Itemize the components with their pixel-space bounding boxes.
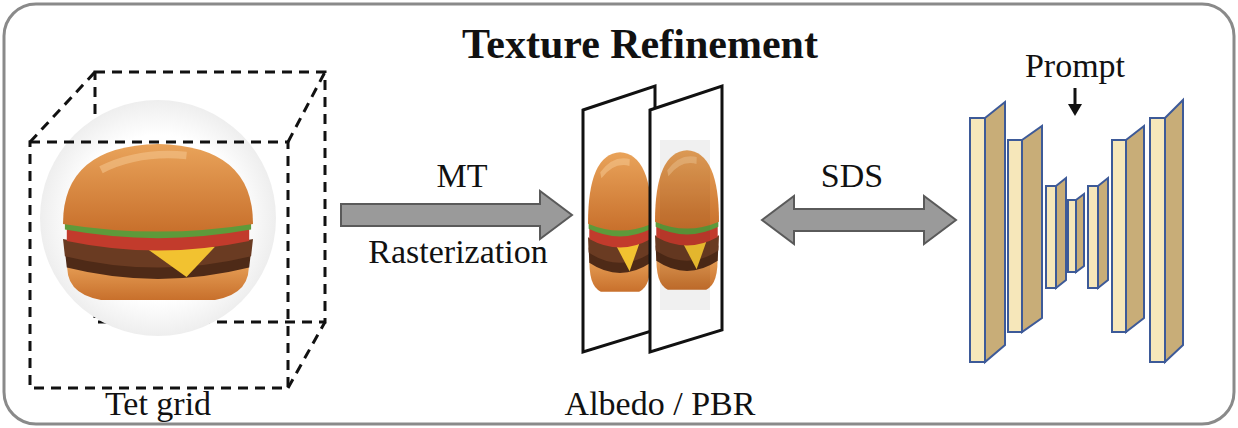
pbr-image: [650, 86, 722, 352]
burger-halo: [40, 100, 276, 336]
panel-frame: [4, 4, 1234, 424]
edge-sublabel: Rasterization: [368, 233, 547, 270]
image-pair-node: Albedo / PBR: [578, 80, 756, 422]
block-arrow: [762, 196, 956, 244]
edge-label: SDS: [821, 157, 883, 194]
diagram-title: Texture Refinement: [462, 21, 818, 67]
burger-model: [63, 144, 253, 300]
block-arrow: [341, 191, 572, 239]
node-label: Tet grid: [105, 385, 211, 422]
unet-node: Prompt: [962, 44, 1190, 370]
tet-grid-cube: [30, 72, 325, 388]
node-label: Albedo / PBR: [565, 385, 756, 422]
tet-grid-node: Tet grid: [20, 60, 335, 422]
albedo-image: [583, 86, 655, 352]
node-label: Prompt: [1025, 47, 1125, 84]
prompt-arrow: [1068, 88, 1082, 116]
edge-label: MT: [437, 157, 488, 194]
unet-diffusion-model: [970, 100, 1183, 362]
tet-grid-front: [30, 142, 288, 388]
